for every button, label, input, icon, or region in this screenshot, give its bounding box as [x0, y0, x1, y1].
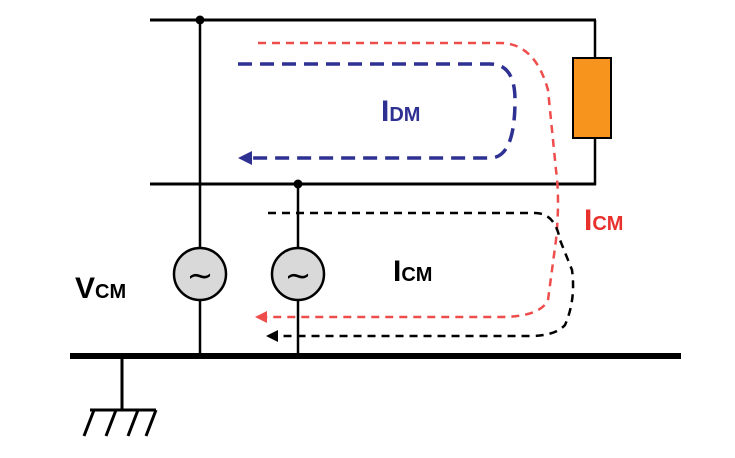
label-v-cm: VCM [75, 272, 126, 305]
earth-ground-icon [82, 356, 158, 437]
cm-arrowhead-red [255, 311, 267, 323]
label-i-cm-red: ICM [584, 204, 623, 237]
load-resistor [572, 57, 612, 139]
label-i-dm: IDM [381, 95, 420, 128]
label-i-cm-black: ICM [393, 255, 432, 288]
cm-current-path-red [258, 41, 560, 319]
ac-source-left-symbol: ~ [187, 256, 214, 294]
cm-arrowhead-black [266, 330, 278, 342]
cm-current-path-black [268, 211, 575, 338]
dm-arrowhead [238, 151, 252, 165]
ac-source-right: ~ [270, 246, 326, 302]
ac-source-left: ~ [172, 246, 228, 302]
ac-source-right-symbol: ~ [285, 256, 312, 294]
dm-current-path [238, 62, 517, 160]
